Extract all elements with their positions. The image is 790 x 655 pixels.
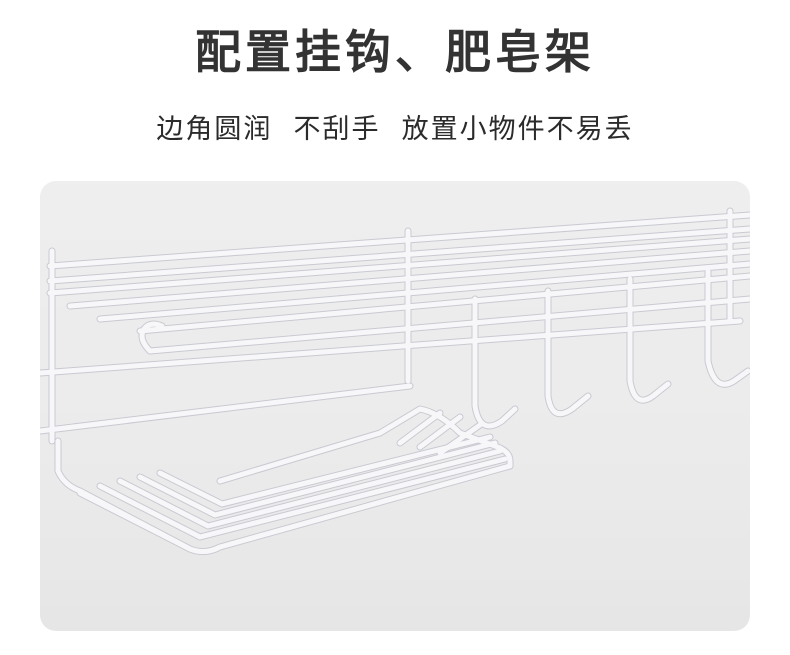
rack-wires xyxy=(40,208,750,555)
wire-rack-illustration xyxy=(40,207,750,556)
subline: 边角圆润 不刮手 放置小物件不易丢 xyxy=(156,114,634,145)
product-photo xyxy=(40,181,750,631)
headline: 配置挂钩、肥皂架 xyxy=(195,25,595,79)
